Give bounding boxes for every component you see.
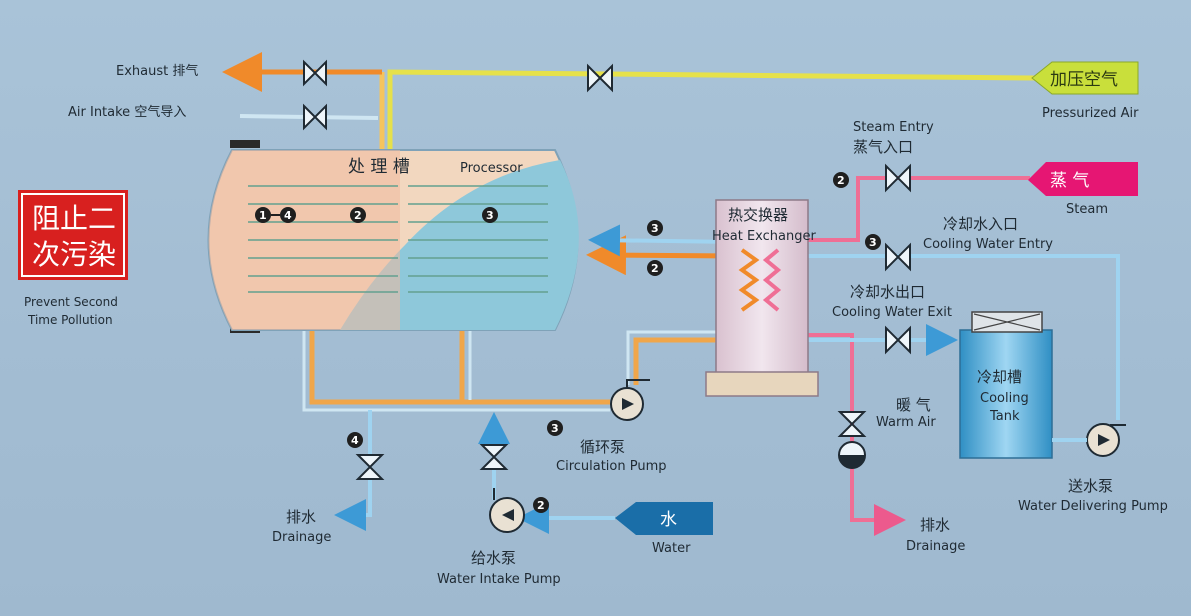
marker-3-return: 3 — [647, 220, 663, 236]
cooling-water-lines — [786, 254, 1120, 420]
svg-text:2: 2 — [651, 262, 659, 275]
water-intake-pump-cn: 给水泵 — [471, 549, 516, 567]
valve-cooling-exit — [885, 325, 911, 355]
water-intake-pump-icon — [489, 488, 525, 533]
water-badge: 水 — [615, 502, 713, 535]
steam-badge: 蒸 气 — [1028, 162, 1138, 196]
valve-steam — [885, 163, 911, 193]
drainage-left-line — [334, 410, 372, 531]
water-cn: 水 — [660, 510, 677, 530]
pressurized-air-en: Pressurized Air — [1042, 106, 1139, 121]
pressurized-air-line — [379, 69, 1036, 150]
valve-warm-air — [837, 411, 867, 437]
processor-tank — [207, 140, 579, 333]
marker-2-return: 2 — [647, 260, 663, 276]
water-intake-pump-en: Water Intake Pump — [437, 572, 561, 587]
svg-text:2: 2 — [837, 174, 845, 187]
processor-en: Processor — [460, 161, 523, 176]
svg-text:4: 4 — [284, 209, 292, 222]
heat-exchanger — [705, 199, 819, 397]
prevent-en-2: Time Pollution — [27, 313, 113, 327]
marker-3-proc: 3 — [482, 207, 498, 223]
processor-return-lines — [586, 224, 737, 276]
processor-trays — [248, 185, 548, 293]
svg-text:3: 3 — [651, 222, 659, 235]
marker-2-proc: 2 — [350, 207, 366, 223]
drainage-left-cn: 排水 — [286, 508, 316, 526]
heat-exchanger-cn: 热交换器 — [728, 206, 788, 224]
valve-air-intake — [303, 103, 327, 131]
marker-2-steam: 2 — [833, 172, 849, 188]
valve-cooling-entry — [885, 242, 911, 272]
drainage-right-cn: 排水 — [920, 516, 950, 534]
valve-pressurized-air — [587, 63, 613, 93]
svg-text:4: 4 — [351, 434, 359, 447]
processor-cn: 处 理 槽 — [348, 157, 410, 177]
svg-text:2: 2 — [354, 209, 362, 222]
water-delivering-pump-en: Water Delivering Pump — [1018, 499, 1168, 514]
steam-trap — [838, 441, 866, 469]
circulation-pump-icon — [610, 379, 650, 421]
warm-air-cn: 暖 气 — [896, 396, 931, 414]
pressurized-air-badge: 加压空气 — [1031, 61, 1139, 95]
water-delivering-pump-icon — [1052, 423, 1126, 457]
cooling-tank-en1: Cooling — [980, 391, 1029, 406]
marker-1-proc: 1 — [255, 207, 271, 223]
svg-text:3: 3 — [486, 209, 494, 222]
svg-text:2: 2 — [537, 499, 545, 512]
prevent-cn-line2: 次污染 — [32, 238, 116, 271]
cooling-tank-cn: 冷却槽 — [977, 368, 1022, 386]
exhaust-label: Exhaust 排气 — [116, 63, 198, 79]
steam-entry-cn: 蒸气入口 — [853, 138, 913, 156]
steam-entry-en: Steam Entry — [853, 120, 934, 135]
steam-cn: 蒸 气 — [1050, 171, 1089, 191]
marker-4-drain: 4 — [347, 432, 363, 448]
cooling-entry-cn: 冷却水入口 — [943, 215, 1018, 233]
prevent-cn-line1: 阻止二 — [32, 202, 116, 235]
marker-4-proc: 4 — [280, 207, 296, 223]
drainage-left-en: Drainage — [272, 530, 331, 545]
marker-3-pump: 3 — [547, 420, 563, 436]
circulation-pump-cn: 循环泵 — [580, 438, 625, 456]
heat-exchanger-en: Heat Exchanger — [712, 229, 816, 244]
svg-text:3: 3 — [551, 422, 559, 435]
circulation-pump-en: Circulation Pump — [556, 459, 667, 474]
svg-text:1: 1 — [259, 209, 267, 222]
steam-en: Steam — [1066, 202, 1108, 217]
valve-exhaust — [303, 59, 327, 87]
cooling-tank-en2: Tank — [989, 409, 1020, 424]
water-en: Water — [652, 541, 691, 556]
cooling-exit-en: Cooling Water Exit — [832, 305, 952, 320]
warm-air-en: Warm Air — [876, 415, 936, 430]
cooling-exit-cn: 冷却水出口 — [850, 283, 925, 301]
cooling-entry-en: Cooling Water Entry — [923, 237, 1053, 252]
water-delivering-pump-cn: 送水泵 — [1068, 477, 1113, 495]
marker-2-intake: 2 — [533, 497, 549, 513]
valve-drainage-left — [355, 454, 385, 480]
valve-water-intake — [479, 444, 509, 470]
marker-3-cooling: 3 — [865, 234, 881, 250]
prevent-pollution-box: 阻止二 次污染 — [18, 190, 128, 280]
air-intake-label: Air Intake 空气导入 — [68, 104, 186, 120]
drainage-right-en: Drainage — [906, 539, 965, 554]
pressurized-air-cn: 加压空气 — [1050, 70, 1118, 90]
circulation-loop — [302, 300, 745, 412]
svg-text:3: 3 — [869, 236, 877, 249]
cooling-tank — [959, 311, 1053, 459]
prevent-en-1: Prevent Second — [24, 295, 118, 309]
